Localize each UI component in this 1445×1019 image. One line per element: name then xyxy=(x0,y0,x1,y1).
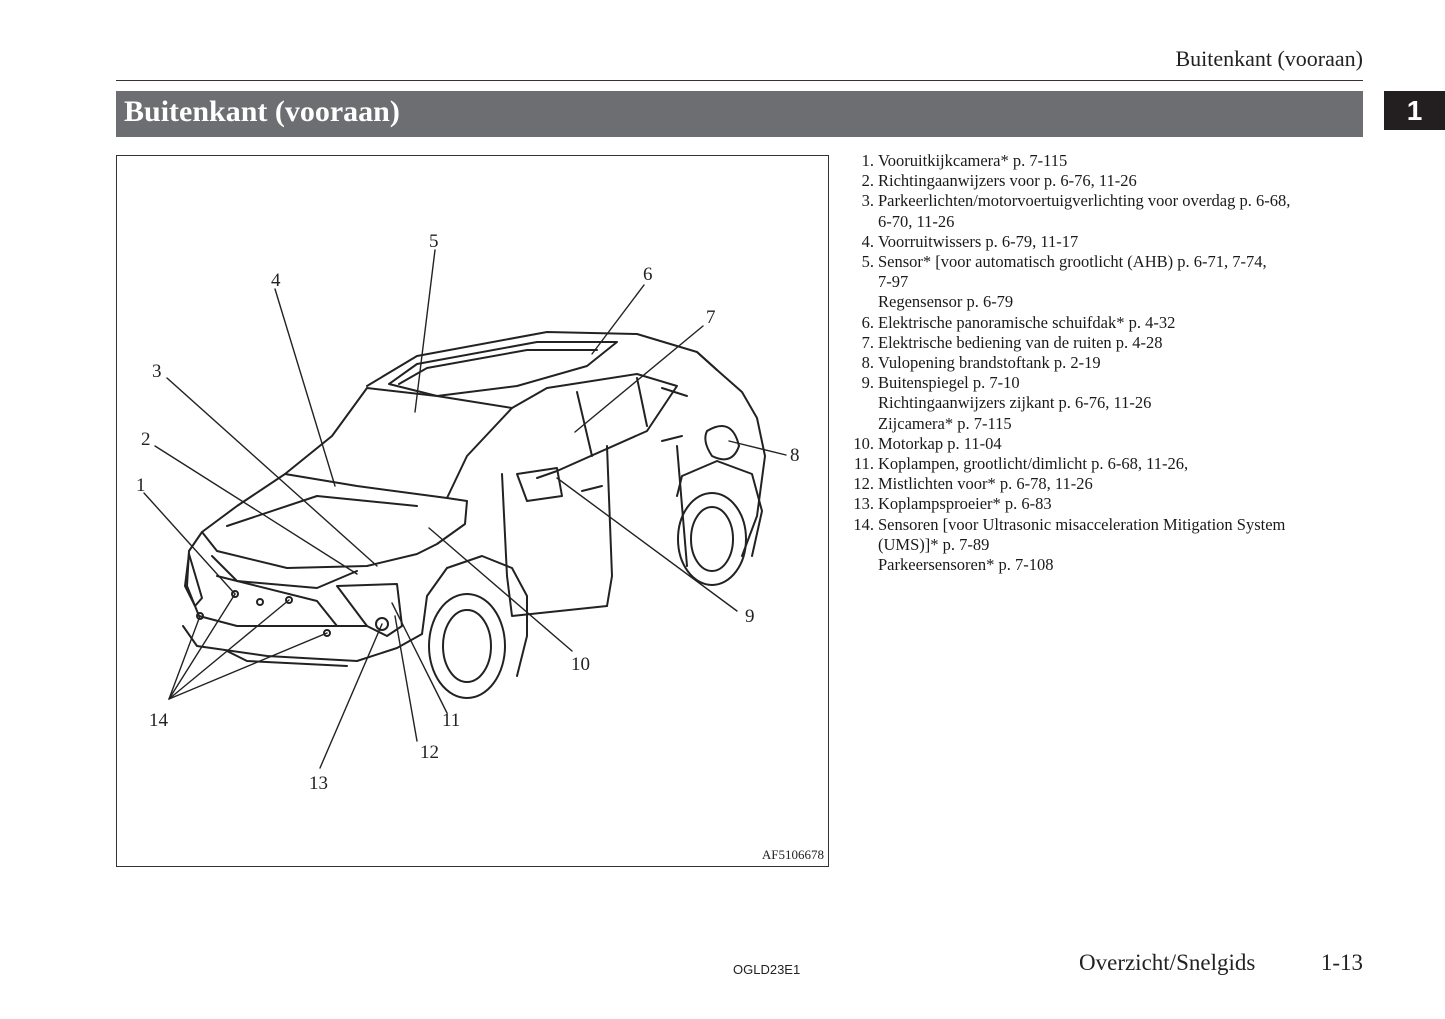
callout-3: 3 xyxy=(152,361,162,382)
legend-item: 7.Elektrische bediening van de ruiten p.… xyxy=(846,333,1346,353)
figure-code: AF5106678 xyxy=(761,847,824,862)
legend-item: 10.Motorkap p. 11-04 xyxy=(846,434,1346,454)
callout-9: 9 xyxy=(745,606,755,627)
legend-item-number: 4. xyxy=(861,231,874,251)
legend-item-text: Richtingaanwijzers zijkant p. 6-76, 11-2… xyxy=(878,393,1152,413)
chapter-tab: 1 xyxy=(1384,91,1445,130)
legend-item-text: Buitenspiegel p. 7-10 xyxy=(878,373,1020,393)
legend-item: 3.Parkeerlichten/motorvoertuigverlichtin… xyxy=(846,191,1346,231)
callout-6: 6 xyxy=(643,264,653,285)
legend-item-number: 9. xyxy=(861,373,874,393)
legend-item-text: Parkeersensoren* p. 7-108 xyxy=(878,555,1054,575)
legend-item-text: Vulopening brandstoftank p. 2-19 xyxy=(878,353,1101,373)
legend-item-number: 13. xyxy=(853,494,874,514)
legend-item-number: 2. xyxy=(861,171,874,191)
legend-item: 6.Elektrische panoramische schuifdak* p.… xyxy=(846,313,1346,333)
legend-item-number: 5. xyxy=(861,252,874,272)
legend-item-number: 12. xyxy=(853,474,874,494)
legend-item-text: Sensor* [voor automatisch grootlicht (AH… xyxy=(878,252,1267,272)
legend-item-text: Regensensor p. 6-79 xyxy=(878,292,1014,312)
legend-item-text: Voorruitwissers p. 6-79, 11-17 xyxy=(878,231,1079,251)
legend-item: 14.Sensoren [voor Ultrasonic misaccelera… xyxy=(846,515,1346,576)
callout-12: 12 xyxy=(420,742,439,763)
legend-item-text: Koplampsproeier* p. 6-83 xyxy=(878,494,1052,514)
legend-item-text: Vooruitkijkcamera* p. 7-115 xyxy=(878,151,1068,170)
callout-8: 8 xyxy=(790,445,800,466)
legend-item-text: Koplampen, grootlicht/dimlicht p. 6-68, … xyxy=(878,454,1189,474)
car-line-drawing xyxy=(143,249,787,769)
callout-10: 10 xyxy=(571,654,590,675)
callout-11: 11 xyxy=(442,710,461,731)
footer-section-title: Overzicht/Snelgids xyxy=(1079,950,1256,975)
legend-item-text: Mistlichten voor* p. 6-78, 11-26 xyxy=(878,474,1093,494)
legend-item-text: Elektrische panoramische schuifdak* p. 4… xyxy=(878,312,1176,332)
callout-4: 4 xyxy=(271,270,281,291)
legend-item: 5.Sensor* [voor automatisch grootlicht (… xyxy=(846,252,1346,313)
legend-item: 13.Koplampsproeier* p. 6-83 xyxy=(846,494,1346,514)
legend-item: 8.Vulopening brandstoftank p. 2-19 xyxy=(846,353,1346,373)
legend-item: 11.Koplampen, grootlicht/dimlicht p. 6-6… xyxy=(846,454,1346,474)
legend-item-text: (UMS)]* p. 7-89 xyxy=(878,534,990,554)
section-title: Buitenkant (vooraan) xyxy=(124,95,400,128)
legend-item-number: 10. xyxy=(853,433,874,453)
running-header: Buitenkant (vooraan) xyxy=(1175,46,1363,71)
legend-item-number: 3. xyxy=(861,191,874,211)
legend-item-text: Zijcamera* p. 7-115 xyxy=(878,413,1012,433)
callout-7: 7 xyxy=(706,307,716,328)
callout-1: 1 xyxy=(136,475,146,496)
section-title-bar: Buitenkant (vooraan) xyxy=(116,91,1363,137)
legend-item: 4.Voorruitwissers p. 6-79, 11-17 xyxy=(846,232,1346,252)
legend-item: 1.Vooruitkijkcamera* p. 7-115 xyxy=(846,151,1346,171)
header-rule xyxy=(116,80,1363,81)
legend-item-text: Elektrische bediening van de ruiten p. 4… xyxy=(878,332,1163,352)
legend-item-text: 6-70, 11-26 xyxy=(878,211,955,231)
legend-item-number: 1. xyxy=(861,151,874,170)
legend-item: 2.Richtingaanwijzers voor p. 6-76, 11-26 xyxy=(846,171,1346,191)
legend-item-text: Richtingaanwijzers voor p. 6-76, 11-26 xyxy=(878,171,1137,191)
page-number: 1-13 xyxy=(1320,950,1363,975)
callout-2: 2 xyxy=(141,429,151,450)
car-front-illustration: 1 2 3 4 5 6 7 8 9 10 11 12 13 14 AF51066… xyxy=(116,155,829,867)
document-code: OGLD23E1 xyxy=(733,962,801,977)
legend-item-text: Parkeerlichten/motorvoertuigverlichting … xyxy=(878,191,1291,211)
legend-item-number: 14. xyxy=(853,514,874,534)
callout-14: 14 xyxy=(149,710,168,731)
legend-item-number: 6. xyxy=(861,312,874,332)
callout-13: 13 xyxy=(309,773,328,794)
legend-item-text: 7-97 xyxy=(878,272,909,292)
legend-item-number: 7. xyxy=(861,332,874,352)
callout-5: 5 xyxy=(429,231,439,252)
legend-item-text: Sensoren [voor Ultrasonic misacceleratio… xyxy=(878,514,1286,534)
legend-item-number: 8. xyxy=(861,353,874,373)
legend-item: 12.Mistlichten voor* p. 6-78, 11-26 xyxy=(846,474,1346,494)
legend-item-text: Motorkap p. 11-04 xyxy=(878,433,1002,453)
legend-item-number: 11. xyxy=(853,454,874,474)
